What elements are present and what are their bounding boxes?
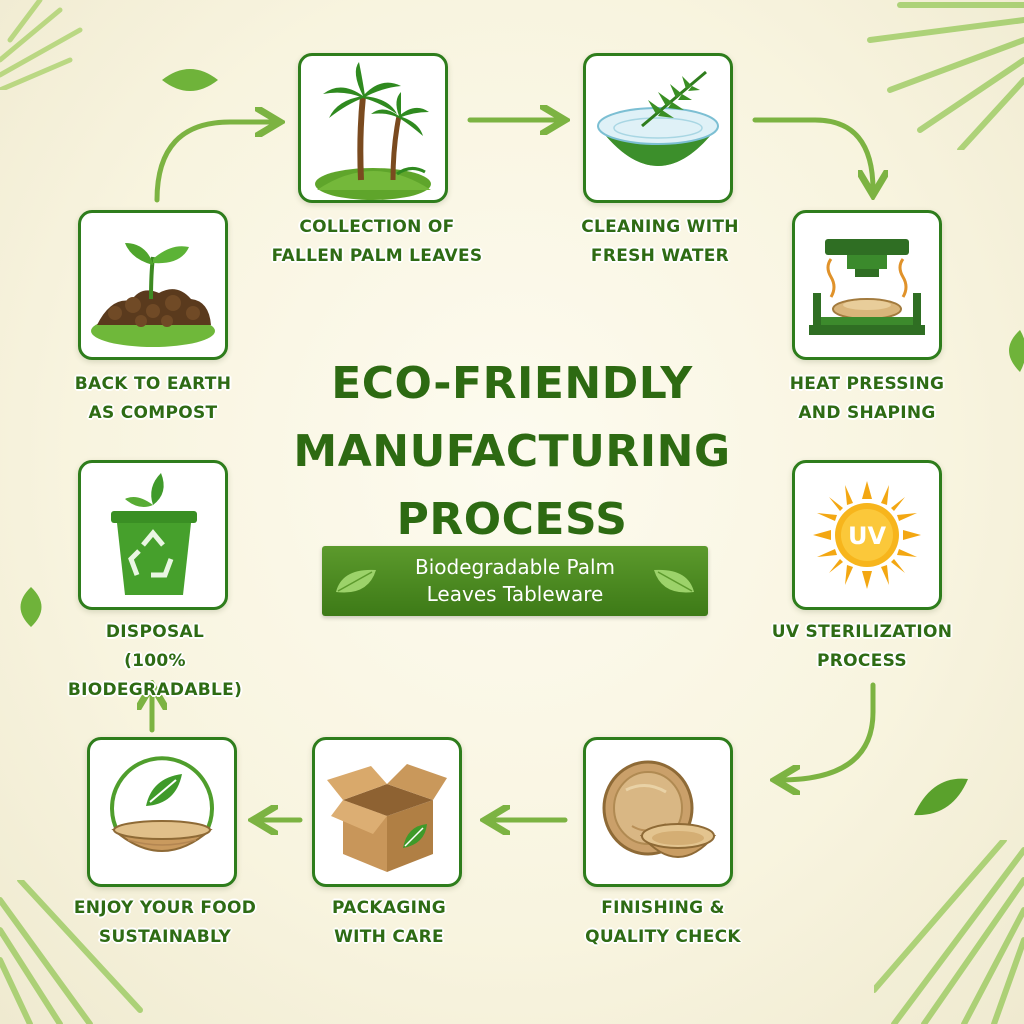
arrow-cleaning-to-pressing — [752, 117, 873, 190]
floating-leaf-icon — [162, 69, 218, 91]
palm-plates-icon — [602, 760, 717, 858]
step-label-uv-sterilization: UV STERILIZATION PROCESS — [747, 618, 977, 676]
step-label-line: FINISHING & — [601, 898, 725, 918]
step-label-line: AS COMPOST — [88, 403, 218, 423]
step-label-packaging: PACKAGING WITH CARE — [274, 894, 504, 952]
cardboard-box-icon — [327, 764, 447, 872]
step-card-compost — [78, 210, 228, 360]
leaf-icon — [654, 569, 694, 593]
step-card-heat-pressing — [792, 210, 942, 360]
recycle-bin-icon — [111, 473, 197, 595]
step-label-line: DISPOSAL — [105, 622, 205, 642]
title-line: ECO-FRIENDLY — [331, 358, 693, 409]
step-label-line: AND SHAPING — [798, 403, 936, 423]
sprout-soil-icon — [91, 243, 215, 347]
step-label-line: WITH CARE — [334, 927, 444, 947]
water-bowl-leaf-icon — [597, 70, 719, 166]
title-line: PROCESS — [396, 494, 628, 545]
leaf-icon — [336, 569, 376, 593]
step-label-line: (100% BIODEGRADABLE) — [67, 651, 243, 700]
palm-frond-decoration-top-left — [0, 0, 83, 90]
step-label-finishing: FINISHING & QUALITY CHECK — [548, 894, 778, 952]
floating-leaf-icon — [20, 587, 42, 627]
step-card-cleaning — [583, 53, 733, 203]
palm-frond-decoration-top-right — [867, 2, 1024, 150]
step-label-line: SUSTAINABLY — [98, 927, 232, 947]
step-label-line: CLEANING WITH — [581, 217, 739, 237]
step-label-line: FALLEN PALM LEAVES — [271, 246, 483, 266]
step-label-heat-pressing: HEAT PRESSING AND SHAPING — [752, 370, 982, 428]
step-label-line: COLLECTION OF — [299, 217, 455, 237]
step-label-compost: BACK TO EARTH AS COMPOST — [38, 370, 268, 428]
arrow-compost-to-collection — [154, 122, 275, 203]
step-label-line: BACK TO EARTH — [74, 374, 232, 394]
step-label-line: PROCESS — [817, 651, 907, 671]
step-label-collection: COLLECTION OF FALLEN PALM LEAVES — [262, 213, 492, 271]
step-card-uv-sterilization: UV — [792, 460, 942, 610]
subtitle-text: Biodegradable Palm Leaves Tableware — [382, 554, 648, 608]
palm-trees-icon — [315, 62, 431, 200]
step-card-finishing — [583, 737, 733, 887]
subtitle-line: Biodegradable Palm — [414, 555, 615, 579]
step-label-line: QUALITY CHECK — [585, 927, 741, 947]
floating-leaf-icon — [1009, 330, 1024, 372]
step-card-packaging — [312, 737, 462, 887]
step-label-line: ENJOY YOUR FOOD — [73, 898, 257, 918]
step-label-enjoy: ENJOY YOUR FOOD SUSTAINABLY — [50, 894, 280, 952]
step-label-line: UV STERILIZATION — [771, 622, 953, 642]
subtitle-banner: Biodegradable Palm Leaves Tableware — [322, 546, 708, 616]
step-card-enjoy — [87, 737, 237, 887]
palm-frond-decoration-bottom-left — [0, 880, 143, 1024]
step-label-disposal: DISPOSAL (100% BIODEGRADABLE) — [40, 618, 270, 705]
palm-frond-decoration-bottom-right — [874, 840, 1024, 1024]
step-label-line: FRESH WATER — [590, 246, 730, 266]
page-title: ECO-FRIENDLY MANUFACTURING PROCESS — [262, 350, 762, 554]
heat-press-icon — [809, 239, 925, 335]
step-label-line: PACKAGING — [331, 898, 447, 918]
step-label-cleaning: CLEANING WITH FRESH WATER — [545, 213, 775, 271]
uv-badge-text: UV — [848, 522, 886, 550]
step-card-collection — [298, 53, 448, 203]
arrow-uv-to-finishing — [780, 682, 876, 780]
step-card-disposal — [78, 460, 228, 610]
bowl-leaf-icon — [110, 756, 214, 852]
step-label-line: HEAT PRESSING — [789, 374, 945, 394]
subtitle-line: Leaves Tableware — [426, 582, 604, 606]
uv-sun-icon: UV — [813, 481, 921, 589]
title-line: MANUFACTURING — [293, 426, 731, 477]
floating-leaf-icon — [914, 778, 968, 816]
